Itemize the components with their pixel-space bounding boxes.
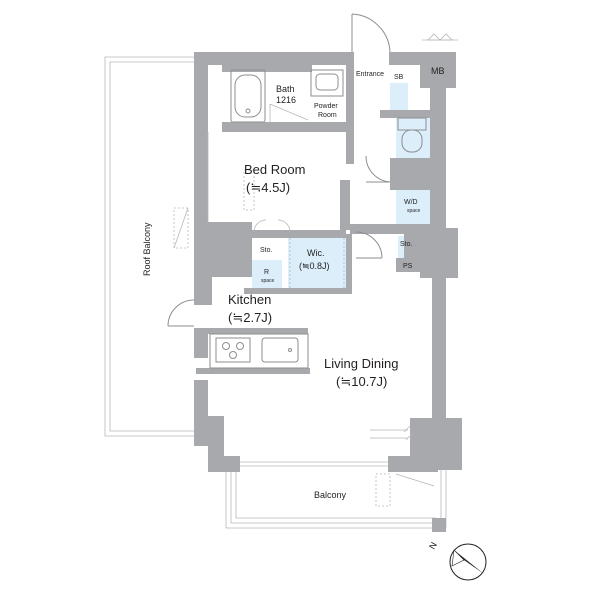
balcony-label: Balcony [314, 490, 347, 500]
mb-label: MB [431, 66, 445, 76]
toilet [397, 117, 427, 153]
living-dining-size-label: (≒10.7J) [336, 374, 387, 389]
r-space-sub-label: space [261, 278, 275, 284]
ps-label: PS [403, 263, 413, 270]
walls [194, 52, 462, 532]
wet-areas [252, 83, 430, 290]
compass-n-label: N [427, 540, 439, 551]
sto-bedroom-label: Sto. [260, 247, 273, 254]
entrance-label: Entrance [356, 71, 384, 78]
bath-size-label: 1216 [276, 95, 296, 105]
r-space-label: R [264, 269, 269, 276]
bath-label: Bath [276, 84, 295, 94]
washbasin [310, 69, 344, 97]
bedroom-label: Bed Room [244, 162, 305, 177]
roof-balcony-label: Roof Balcony [142, 222, 152, 276]
kitchen-counter [209, 333, 309, 369]
wic-size-label: (≒0.8J) [299, 261, 330, 271]
north-compass: N [427, 540, 487, 581]
bathtub [230, 69, 266, 123]
kitchen-label: Kitchen [228, 292, 271, 307]
balcony [225, 470, 447, 529]
window-marks [173, 132, 435, 507]
sto-hall-label: Sto. [400, 241, 413, 248]
kitchen-size-label: (≒2.7J) [228, 310, 272, 325]
wd-space-label: space [407, 208, 421, 214]
living-dining-label: Living Dining [324, 356, 398, 371]
powder-room-label-1: Powder [314, 103, 338, 110]
roof-balcony [104, 56, 195, 437]
bedroom-size-label: (≒4.5J) [246, 180, 290, 195]
wic-label: Wic. [307, 248, 325, 258]
room-labels: Bath 1216 Powder Room Entrance SB MB Bed… [142, 66, 445, 500]
wd-label: W/D [404, 199, 418, 206]
sb-label: SB [394, 74, 404, 81]
powder-room-label-2: Room [318, 112, 337, 119]
doors [167, 13, 458, 441]
